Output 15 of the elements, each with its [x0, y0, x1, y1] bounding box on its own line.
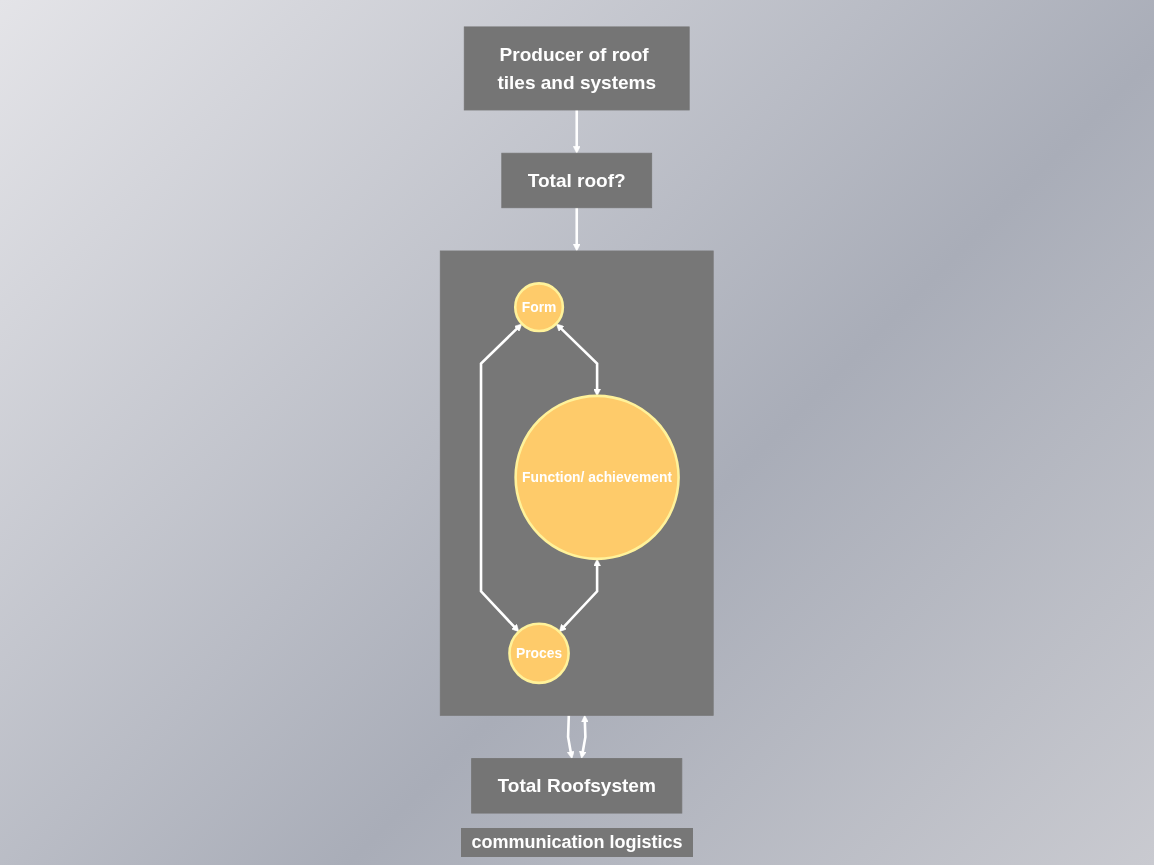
cluster — [440, 250, 714, 716]
node-box: Total roof? — [501, 152, 653, 209]
node-circle: Form — [514, 282, 565, 333]
node-circle: Proces — [508, 622, 571, 685]
arrow — [556, 323, 602, 397]
node-circle: Function/ achievement — [514, 394, 681, 561]
arrow — [559, 558, 602, 633]
arrow — [480, 323, 523, 633]
arrow — [567, 715, 575, 759]
arrow — [573, 109, 581, 154]
node-box: Producer of roof tiles and systems — [464, 26, 690, 111]
arrow — [579, 715, 589, 759]
arrow — [573, 207, 581, 252]
note-text: communication logistics — [461, 828, 693, 857]
node-box: Total Roofsystem — [471, 758, 683, 814]
